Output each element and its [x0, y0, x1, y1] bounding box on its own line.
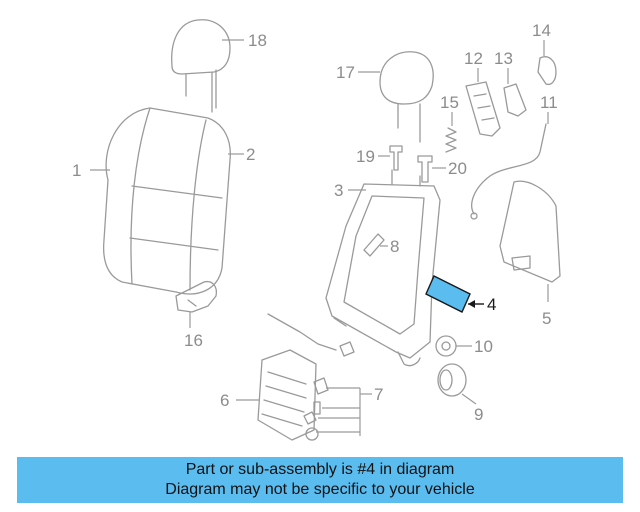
- callout-13: 13: [494, 49, 513, 68]
- part-11-cable: [470, 112, 549, 220]
- callout-14: 14: [532, 21, 551, 40]
- callout-5: 5: [542, 309, 551, 328]
- part-19-guide: [378, 145, 403, 171]
- part-9-handwheel: [437, 363, 477, 405]
- part-15-spring: [445, 112, 457, 153]
- part-14-knob: [537, 40, 557, 86]
- callout-9: 9: [474, 405, 483, 424]
- callout-12: 12: [464, 49, 483, 68]
- callout-3: 3: [334, 181, 343, 200]
- part-17-headrest-center: [358, 51, 434, 143]
- info-banner: Part or sub-assembly is #4 in diagram Di…: [17, 457, 623, 503]
- callout-20: 20: [448, 159, 467, 178]
- callout-4: 4: [487, 295, 496, 314]
- part-18-headrest-left: [171, 19, 244, 113]
- part-13-switch: [503, 68, 527, 117]
- parts-diagram: 18 1 2 16 17 19 20 3: [72, 19, 561, 441]
- banner-line-2: Diagram may not be specific to your vehi…: [165, 481, 475, 498]
- callout-8: 8: [390, 237, 399, 256]
- callout-11: 11: [540, 93, 558, 112]
- part-4-highlighted[interactable]: [425, 275, 484, 313]
- callout-15: 15: [440, 93, 459, 112]
- part-16-bracket: [175, 280, 218, 328]
- part-12-switch: [465, 68, 501, 137]
- callout-18: 18: [248, 31, 267, 50]
- part-3-frame: [325, 169, 441, 367]
- callout-17: 17: [336, 63, 355, 82]
- part-8-clip: [363, 233, 388, 257]
- part-20-guide: [417, 155, 446, 183]
- part-10-knob: [435, 335, 472, 357]
- part-7-fasteners: [303, 341, 372, 441]
- part-5-back-panel: [499, 180, 561, 302]
- callout-19: 19: [356, 147, 375, 166]
- part-6-lumbar-support: [236, 313, 337, 441]
- callout-2: 2: [246, 145, 255, 164]
- callout-6: 6: [220, 391, 229, 410]
- callout-10: 10: [474, 337, 493, 356]
- part-1-seat-back-cover: [90, 107, 244, 295]
- callout-7: 7: [374, 385, 383, 404]
- callout-1: 1: [72, 161, 81, 180]
- callout-16: 16: [184, 331, 203, 350]
- banner-line-1: Part or sub-assembly is #4 in diagram: [185, 461, 455, 478]
